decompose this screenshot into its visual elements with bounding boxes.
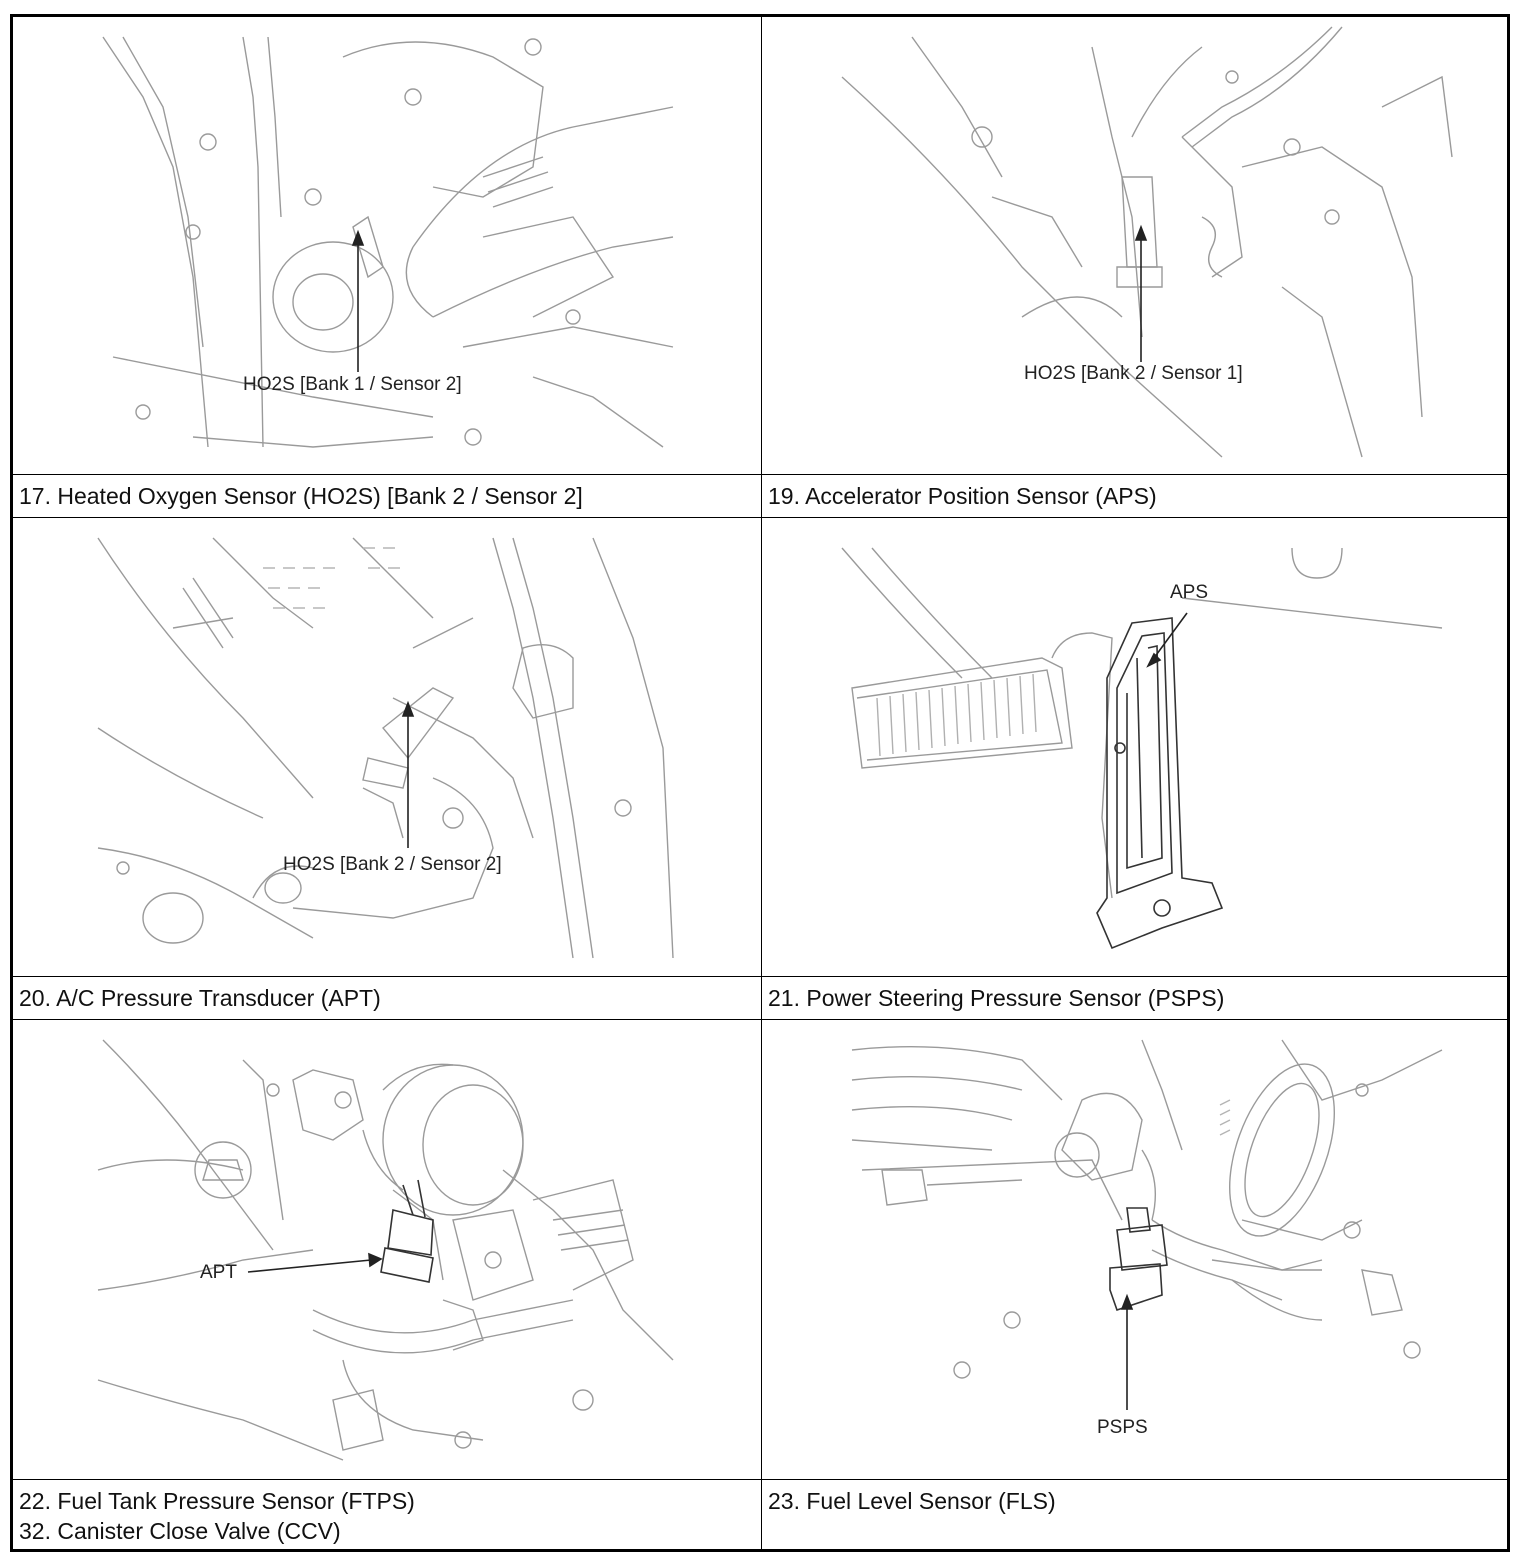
ho2s-bank2-sensor1-illustration: HO2S [Bank 2 / Sensor 1] [841,26,1453,458]
caption-19: 19. Accelerator Position Sensor (APS) [768,483,1157,509]
ho2s-bank2-sensor2-illustration: HO2S [Bank 2 / Sensor 2] [97,537,674,959]
caption-cell-23: 23. Fuel Level Sensor (FLS) [762,1480,1507,1549]
caption-32: 32. Canister Close Valve (CCV) [19,1518,341,1544]
sensor-reference-sheet: HO2S [Bank 1 / Sensor 2] [10,14,1510,1552]
caption-21: 21. Power Steering Pressure Sensor (PSPS… [768,985,1225,1011]
ho2s-bank1-sensor2-illustration: HO2S [Bank 1 / Sensor 2] [102,36,674,448]
caption-23: 23. Fuel Level Sensor (FLS) [768,1488,1056,1514]
figure-apt: APT [13,1020,762,1480]
figure-ho2s-bank1-sensor2: HO2S [Bank 1 / Sensor 2] [13,17,762,475]
figure-label-ho2s-bank1-sensor2: HO2S [Bank 1 / Sensor 2] [243,374,462,395]
aps-illustration: APS [841,547,1443,950]
figure-psps: PSPS [762,1020,1507,1480]
caption-cell-19: 19. Accelerator Position Sensor (APS) [762,475,1507,518]
caption-cell-20: 20. A/C Pressure Transducer (APT) [13,977,762,1020]
caption-cell-17: 17. Heated Oxygen Sensor (HO2S) [Bank 2 … [13,475,762,518]
apt-illustration: APT [97,1039,674,1461]
caption-cell-21: 21. Power Steering Pressure Sensor (PSPS… [762,977,1507,1020]
caption-17: 17. Heated Oxygen Sensor (HO2S) [Bank 2 … [19,483,583,509]
figure-label-ho2s-bank2-sensor1: HO2S [Bank 2 / Sensor 1] [1024,363,1243,384]
caption-cell-22: 22. Fuel Tank Pressure Sensor (FTPS) 32.… [13,1480,762,1549]
figure-label-apt: APT [200,1262,237,1283]
caption-20: 20. A/C Pressure Transducer (APT) [19,985,381,1011]
figure-ho2s-bank2-sensor2: HO2S [Bank 2 / Sensor 2] [13,518,762,977]
figure-label-aps: APS [1170,582,1208,603]
figure-label-ho2s-bank2-sensor2: HO2S [Bank 2 / Sensor 2] [283,854,502,875]
figure-label-psps: PSPS [1097,1417,1148,1438]
panel-grid: HO2S [Bank 1 / Sensor 2] [13,17,1507,1549]
figure-ho2s-bank2-sensor1: HO2S [Bank 2 / Sensor 1] [762,17,1507,475]
psps-illustration: PSPS [851,1039,1443,1438]
caption-22: 22. Fuel Tank Pressure Sensor (FTPS) [19,1488,415,1514]
figure-aps: APS [762,518,1507,977]
